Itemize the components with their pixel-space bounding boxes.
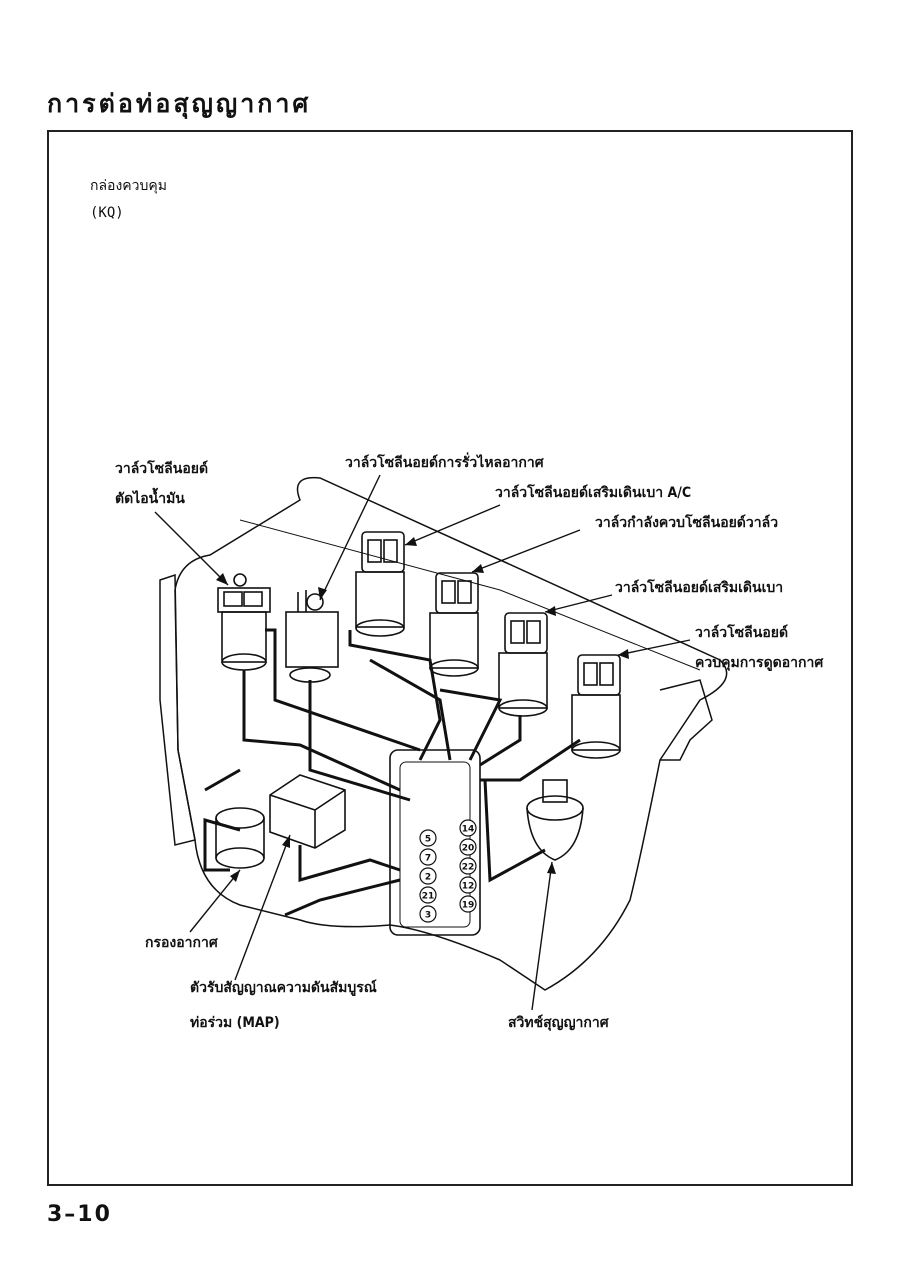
connector-port-12 [459,876,477,894]
connector-port-label: 12 [462,882,475,892]
connector-port-19 [459,895,477,913]
label-map-sensor-2: ท่อร่วม (MAP) [190,1015,280,1031]
connector-port-3 [419,905,437,923]
connector-port-label: 14 [462,825,475,835]
connector-port-5 [419,829,437,847]
connector-port-label: 2 [425,873,431,883]
label-air-leak-solenoid: วาล์วโซลีนอยด์การรั่วไหลอากาศ [345,455,544,471]
connector-port-14 [459,819,477,837]
label-idle-boost-solenoid: วาล์วโซลีนอยด์เสริมเดินเบา [615,580,784,596]
label-intake-control-solenoid-1: วาล์วโซลีนอยด์ [695,625,789,641]
connector-port-21 [419,886,437,904]
connector-port-7 [419,848,437,866]
page-title: การต่อท่อสุญญากาศ [47,89,312,118]
connector-port-label: 21 [422,892,435,902]
power-control-solenoid [429,572,479,677]
label-fuel-cut-solenoid-1: วาล์วโซลีนอยด์ [115,461,209,477]
arrowheads [216,537,629,882]
connector-port-label: 3 [425,911,431,921]
label-vacuum-switch: สวิทช์สุญญากาศ [508,1015,609,1031]
page-number: 3–10 [47,1202,112,1227]
connector-port-label: 19 [462,901,475,911]
air-filter [215,807,265,869]
label-air-filter: กรองอากาศ [145,935,218,951]
ac-idle-boost-solenoid [355,531,405,637]
label-control-box: กล่องควบคุม [90,178,168,194]
label-ac-idle-boost-solenoid: วาล์วโซลีนอยด์เสริมเดินเบา A/C [495,485,692,501]
vacuum-hoses [203,628,581,917]
control-box-housing [174,476,728,991]
label-control-box-code: (KQ) [90,205,124,221]
fuel-cut-solenoid [217,573,271,671]
connector-port-22 [459,857,477,875]
hose-connector-block [389,749,481,936]
air-leak-solenoid [285,590,339,683]
connector-port-label: 7 [425,854,431,864]
intake-control-solenoid [571,654,621,759]
idle-boost-solenoid [498,612,548,717]
connector-port-label: 22 [462,863,475,873]
label-power-control-solenoid: วาล์วกำลังควบโซลีนอยด์วาล์ว [595,515,779,531]
connector-port-label: 5 [425,835,431,845]
label-fuel-cut-solenoid-2: ตัดไอน้ำมัน [115,491,185,507]
vacuum-switch [526,779,584,861]
leader-lines [154,474,691,1011]
diagram-frame [47,130,853,1186]
connector-port-2 [419,867,437,885]
label-map-sensor-1: ตัวรับสัญญาณความดันสัมบูรณ์ [190,980,377,996]
connector-port-label: 20 [462,844,475,854]
connector-port-20 [459,838,477,856]
label-intake-control-solenoid-2: ควบคุมการดูดอากาศ [695,655,824,671]
map-sensor [269,774,346,849]
